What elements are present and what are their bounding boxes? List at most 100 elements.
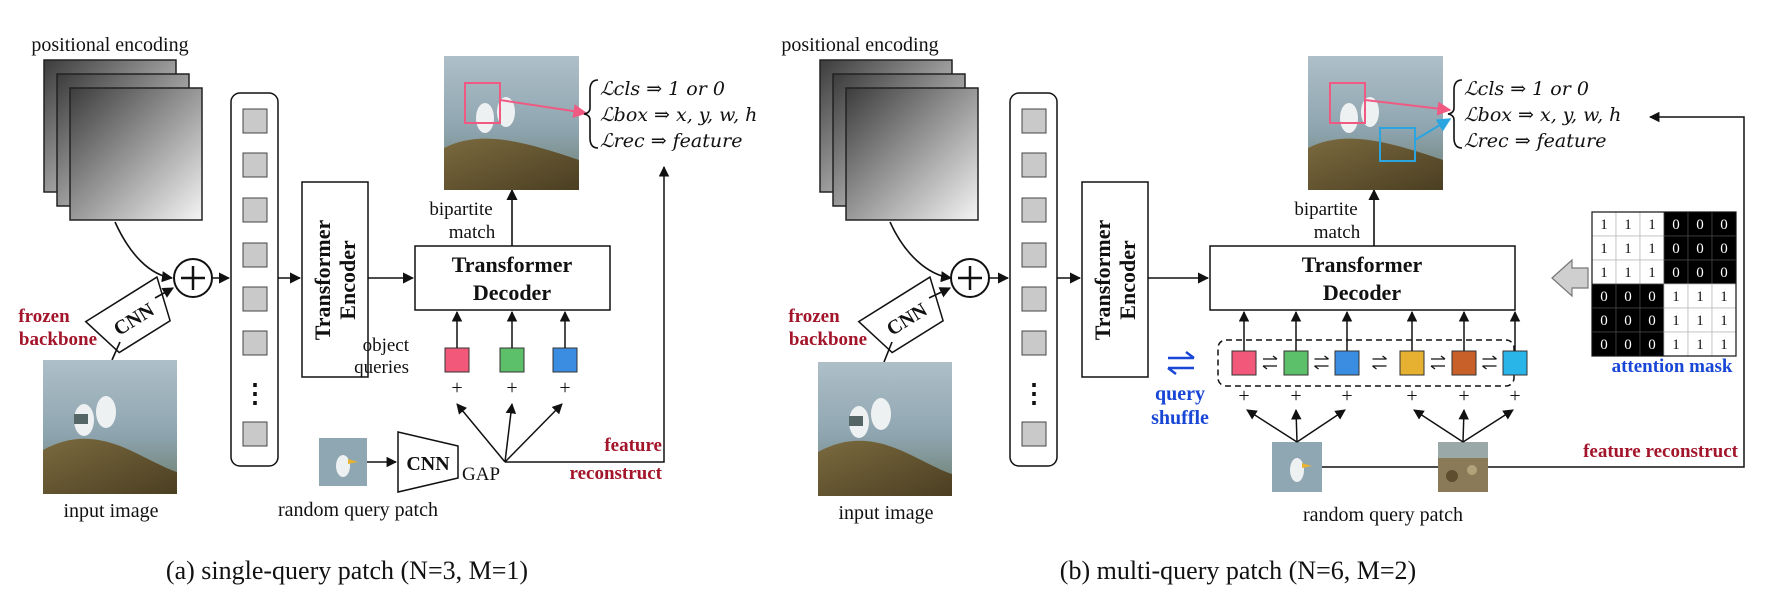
mask-value: 0 (1696, 241, 1704, 257)
mask-value: 1 (1600, 241, 1608, 257)
svg-text:⋮: ⋮ (242, 379, 268, 408)
mask-arrow (1551, 258, 1589, 298)
query-patch-2 (1438, 442, 1488, 492)
svg-text:Transformer: Transformer (310, 219, 335, 340)
caption-a: (a) single-query patch (N=3, M=1) (166, 556, 528, 585)
transformer-decoder-b: Transformer Decoder (1209, 245, 1516, 311)
svg-text:Decoder: Decoder (473, 280, 551, 305)
add-operator-b (950, 258, 990, 298)
mask-value: 1 (1624, 265, 1632, 281)
panel-a: positional encoding CNN frozen backbone (18, 34, 757, 585)
mask-value: 1 (1696, 337, 1704, 353)
mask-cell (1615, 307, 1641, 333)
mask-cell (1687, 211, 1713, 237)
svg-text:Encoder: Encoder (1115, 240, 1140, 320)
token-sequence: ⋮ (230, 92, 279, 467)
loss-box-b: ℒbox ⇒ x, y, w, h (1464, 104, 1621, 126)
positional-encoding-maps (43, 59, 203, 221)
mask-value: 0 (1720, 217, 1728, 233)
svg-text:+: + (506, 377, 517, 399)
swap-icon (1430, 365, 1445, 370)
svg-text:Encoder: Encoder (335, 240, 360, 320)
loss-rec: ℒrec ⇒ feature (600, 130, 742, 152)
query-patch-1 (1272, 442, 1322, 492)
swap-icon (1262, 365, 1277, 370)
loss-rec-b: ℒrec ⇒ feature (1464, 130, 1606, 152)
mask-value: 1 (1624, 217, 1632, 233)
svg-text:⋮: ⋮ (1021, 379, 1047, 408)
mask-value: 1 (1600, 217, 1608, 233)
match-label: match (449, 222, 496, 243)
transformer-encoder: Transformer Encoder (301, 181, 369, 378)
mask-value: 0 (1672, 265, 1680, 281)
output-image (444, 56, 588, 190)
mask-value: 1 (1672, 337, 1680, 353)
svg-text:+: + (559, 377, 570, 399)
swap-icon (1263, 355, 1278, 360)
bipartite-label: bipartite (429, 199, 492, 220)
mask-value: 0 (1624, 289, 1632, 305)
swap-icon (1482, 355, 1497, 360)
mask-cell (1639, 307, 1665, 333)
svg-text:CNN: CNN (406, 453, 450, 475)
mask-value: 1 (1648, 217, 1656, 233)
mask-cell (1591, 283, 1617, 309)
backbone-label-b: backbone (789, 329, 867, 350)
feature-reconstruct-label: feature reconstruct (1583, 441, 1739, 462)
mask-cell (1663, 211, 1689, 237)
mask-cell (1711, 283, 1737, 309)
feature-label: feature (604, 435, 662, 456)
loss-list-b: ℒcls ⇒ 1 or 0 ℒbox ⇒ x, y, w, h ℒrec ⇒ f… (1447, 78, 1621, 152)
object-query (1502, 350, 1528, 376)
object-label: object (363, 335, 410, 356)
mask-value: 1 (1672, 313, 1680, 329)
mask-value: 1 (1600, 265, 1608, 281)
mask-cell (1711, 331, 1737, 357)
object-query (1399, 350, 1425, 376)
match-label-b: match (1314, 222, 1361, 243)
attention-mask-label: attention mask (1612, 356, 1733, 377)
backbone-cnn: CNN (84, 275, 171, 354)
mask-cell (1687, 259, 1713, 285)
object-query (499, 347, 525, 373)
svg-text:+: + (1238, 385, 1249, 407)
mask-cell (1615, 331, 1641, 357)
mask-value: 0 (1672, 241, 1680, 257)
swap-icon (1372, 365, 1387, 370)
swap-icon (1482, 365, 1497, 370)
bipartite-label-b: bipartite (1294, 199, 1357, 220)
svg-text:Transformer: Transformer (1090, 219, 1115, 340)
mask-value: 1 (1720, 289, 1728, 305)
backbone-cnn-b: CNN (857, 275, 944, 354)
mask-value: 1 (1648, 265, 1656, 281)
backbone-label: backbone (19, 329, 97, 350)
mask-value: 0 (1696, 217, 1704, 233)
svg-text:+: + (1341, 385, 1352, 407)
mask-cell (1687, 307, 1713, 333)
mask-value: 0 (1600, 289, 1608, 305)
object-query (444, 347, 470, 373)
mask-value: 0 (1720, 241, 1728, 257)
positional-encoding-label: positional encoding (31, 34, 188, 56)
mask-cell (1639, 283, 1665, 309)
query-shuffle-icon (1167, 351, 1195, 375)
mask-border (1591, 211, 1737, 357)
token-sequence-b: ⋮ (1009, 92, 1058, 467)
swap-icon (1431, 355, 1446, 360)
random-query-patch (319, 438, 367, 486)
mask-cell (1663, 235, 1689, 261)
mask-value: 1 (1720, 313, 1728, 329)
object-query (1334, 350, 1360, 376)
mask-value: 1 (1648, 241, 1656, 257)
random-query-patch-label-b: random query patch (1303, 504, 1463, 526)
input-image (43, 360, 177, 494)
loss-cls: ℒcls ⇒ 1 or 0 (600, 78, 725, 100)
mask-value: 0 (1696, 265, 1704, 281)
mask-value: 0 (1648, 337, 1656, 353)
mask-cell (1711, 235, 1737, 261)
svg-text:+: + (1290, 385, 1301, 407)
svg-text:Decoder: Decoder (1323, 280, 1401, 305)
random-query-patch-label: random query patch (278, 499, 438, 521)
